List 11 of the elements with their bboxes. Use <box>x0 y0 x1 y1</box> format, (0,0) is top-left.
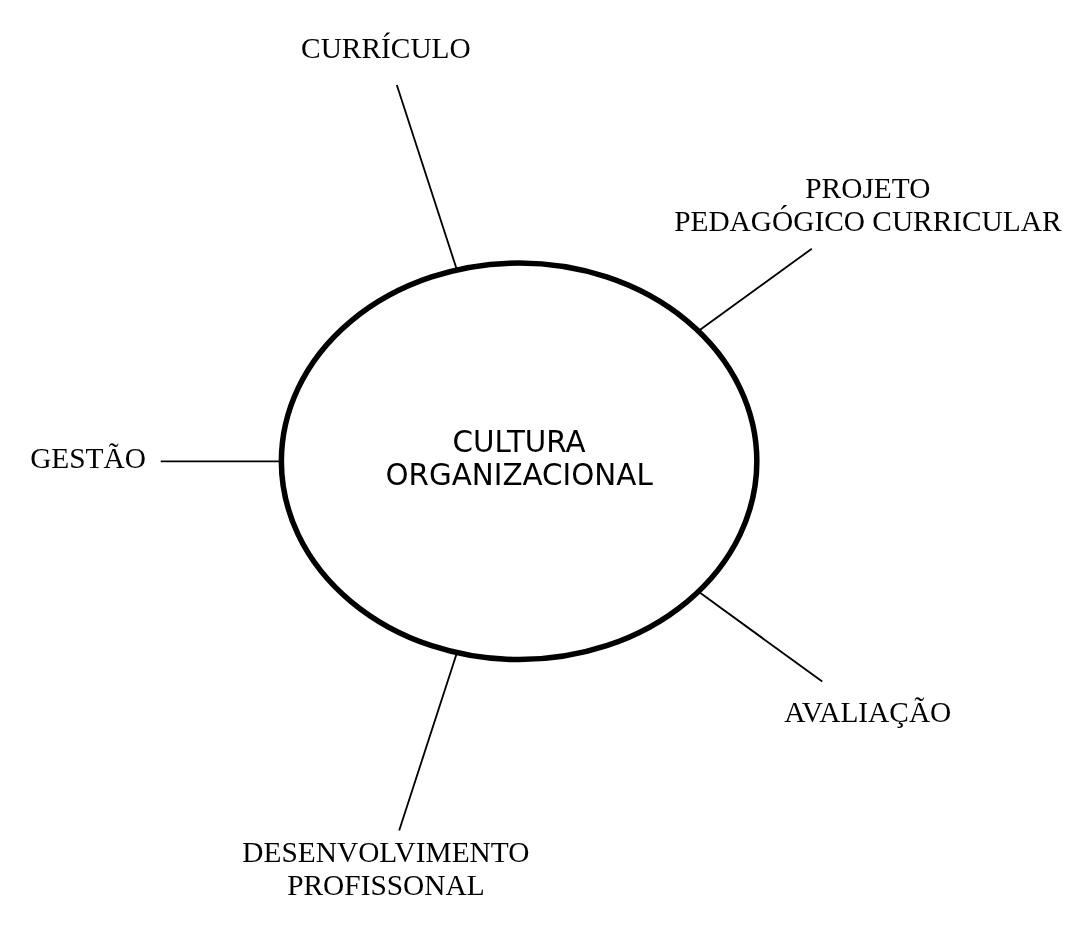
connector <box>698 591 824 683</box>
connector <box>159 460 282 463</box>
connector <box>697 247 813 332</box>
node-text: PROJETO PEDAGÓGICO CURRICULAR <box>674 172 1062 238</box>
node-text: DESENVOLVIMENTO PROFISSONAL <box>242 835 530 901</box>
node-ellipse: CULTURA ORGANIZACIONAL <box>278 260 760 663</box>
node-text: GESTÃO <box>30 442 146 475</box>
node-text: AVALIAÇÃO <box>784 695 952 728</box>
connector <box>398 652 458 832</box>
connector <box>395 84 458 271</box>
node-text: CURRÍCULO <box>301 32 471 65</box>
